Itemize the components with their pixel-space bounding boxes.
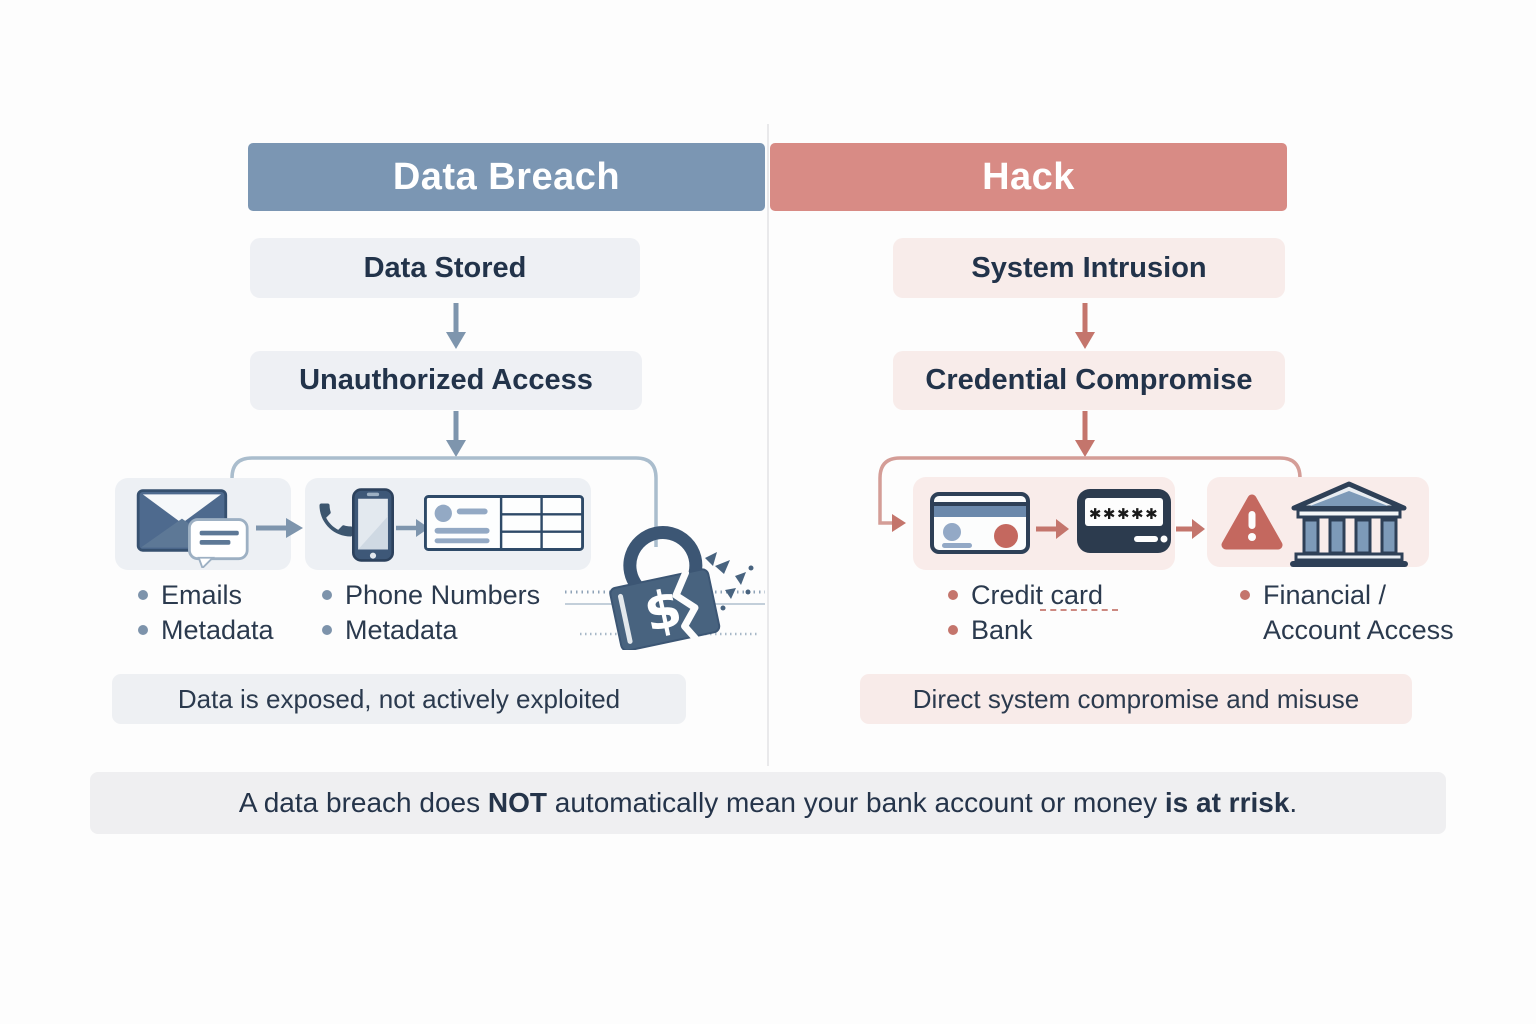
hack-header: Hack xyxy=(770,143,1287,211)
bullet-label: Emails xyxy=(161,579,243,610)
bullet-dot xyxy=(138,625,148,635)
hack-branch-connector xyxy=(878,456,1302,532)
step-unauthorized-access: Unauthorized Access xyxy=(250,351,642,410)
bullet-financial: Financial / xyxy=(1240,578,1386,612)
warning-icon xyxy=(1221,494,1283,550)
footer-text-2: automatically mean your bank account or … xyxy=(547,787,1165,818)
hack-caption-label: Direct system compromise and misuse xyxy=(912,683,1360,714)
bullet-label: Phone Numbers xyxy=(345,579,541,610)
arrow-right-icon xyxy=(256,518,303,538)
arrow-down-icon xyxy=(1075,303,1095,349)
breach-caption-label: Data is exposed, not actively exploited xyxy=(177,683,621,714)
arrow-right-icon xyxy=(1176,519,1205,539)
data-breach-header: Data Breach xyxy=(248,143,765,211)
footer-text-risk: is at rrisk xyxy=(1164,787,1290,818)
credit-card-icon xyxy=(930,492,1030,554)
password-field-icon: ✱✱✱✱✱ xyxy=(1077,489,1171,553)
bullet-dot xyxy=(1240,590,1250,600)
bullet-dot xyxy=(138,590,148,600)
breach-branch-connector xyxy=(230,456,658,547)
step-unauthorized-access-label: Unauthorized Access xyxy=(299,364,593,396)
footer-text-1: A data breach does xyxy=(238,787,488,818)
password-mask-text: ✱✱✱✱✱ xyxy=(1089,505,1159,523)
footer-text-3: . xyxy=(1289,787,1298,818)
hack-caption: Direct system compromise and misuse xyxy=(860,674,1412,724)
bullet-dot xyxy=(322,590,332,600)
arrow-down-icon xyxy=(446,411,466,457)
bullet-phone-numbers: Phone Numbers xyxy=(322,578,540,612)
bullet-account-access: Account Access xyxy=(1240,613,1454,647)
bank-icon xyxy=(1290,481,1408,567)
bullet-credit-card: Credit card xyxy=(948,578,1103,612)
bullet-emails: Emails xyxy=(138,578,242,612)
bullet-bank: Bank xyxy=(948,613,1033,647)
step-system-intrusion: System Intrusion xyxy=(893,238,1285,298)
bullet-label: Metadata xyxy=(345,614,458,645)
bullet-label: Credit card xyxy=(971,579,1104,610)
bullet-label: Metadata xyxy=(161,614,274,645)
step-credential-compromise-label: Credential Compromise xyxy=(925,364,1253,396)
step-credential-compromise: Credential Compromise xyxy=(893,351,1285,410)
footer-note: A data breach does NOT automatically mea… xyxy=(90,772,1446,834)
bullet-dot-spacer xyxy=(1240,625,1250,635)
arrow-right-icon xyxy=(1036,519,1069,539)
bullet-dot xyxy=(948,590,958,600)
step-system-intrusion-label: System Intrusion xyxy=(971,251,1207,284)
broken-lock-icon: $ xyxy=(565,526,765,650)
bullet-label: Bank xyxy=(971,614,1033,645)
arrow-down-icon xyxy=(1075,411,1095,457)
step-data-stored-label: Data Stored xyxy=(363,251,527,284)
breach-caption: Data is exposed, not actively exploited xyxy=(112,674,686,724)
phone-handset-icon xyxy=(319,503,353,537)
bullet-metadata: Metadata xyxy=(138,613,274,647)
smartphone-icon xyxy=(352,488,394,562)
column-divider xyxy=(767,124,769,766)
email-icon xyxy=(136,489,249,568)
hack-header-label: Hack xyxy=(982,155,1075,198)
credit-card-dashed-underline xyxy=(1040,609,1118,611)
bullet-label: Account Access xyxy=(1263,614,1454,645)
bullet-metadata-2: Metadata xyxy=(322,613,458,647)
bullet-dot xyxy=(322,625,332,635)
contact-table-icon xyxy=(424,495,584,551)
arrow-down-icon xyxy=(446,303,466,349)
bullet-label: Financial / xyxy=(1263,579,1387,610)
step-data-stored: Data Stored xyxy=(250,238,640,298)
footer-text-not: NOT xyxy=(487,787,547,818)
bullet-dot xyxy=(948,625,958,635)
arrow-right-icon xyxy=(396,519,429,537)
data-breach-header-label: Data Breach xyxy=(392,155,621,198)
